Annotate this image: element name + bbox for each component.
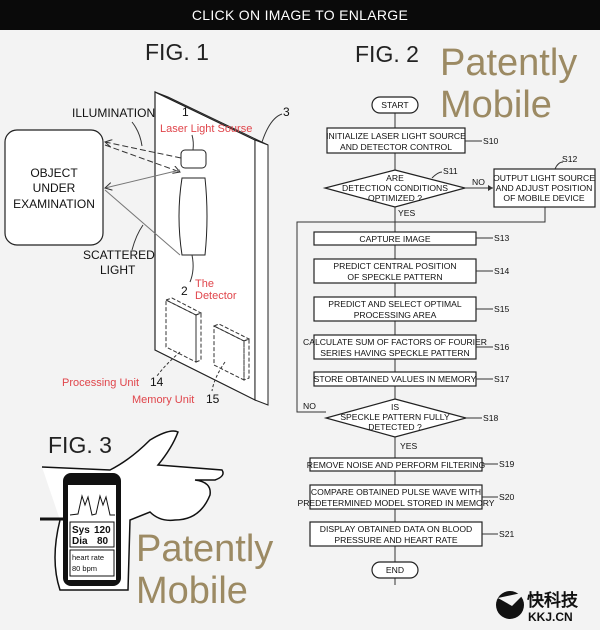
heart-rate-label: heart rate — [72, 553, 104, 562]
fig2-title: FIG. 2 — [355, 41, 419, 67]
kkj-logo: 快科技 KKJ.CN — [496, 590, 579, 624]
step-s10 — [326, 127, 466, 154]
step-text: PREDETERMINED MODEL STORED IN MEMORY — [297, 498, 494, 508]
step-s20 — [309, 484, 483, 510]
illumination-label: ILLUMINATION — [72, 106, 155, 120]
step-text: CAPTURE IMAGE — [359, 234, 430, 244]
step-text: OUTPUT LIGHT SOURCE — [493, 173, 595, 183]
object-under-examination — [4, 129, 104, 246]
fig3: FIG. 3 Sys 120 Dia 80 heart rate 80 bpm — [40, 430, 224, 591]
object-label: OBJECT — [30, 166, 78, 180]
step-text: CALCULATE SUM OF FACTORS OF FOURIER — [303, 337, 487, 347]
start-label: START — [381, 100, 409, 110]
memory-unit — [212, 323, 251, 381]
dia-value: 80 — [97, 536, 109, 547]
no-label: NO — [472, 177, 485, 187]
step-s15 — [313, 296, 477, 322]
sys-value: 120 — [94, 525, 111, 536]
step-id: S19 — [499, 459, 515, 469]
sys-label: Sys — [72, 525, 90, 536]
pulse-waveform — [69, 494, 115, 516]
fig1: FIG. 1 3 OBJECT UNDER EXAMINATION ILLUMI… — [4, 39, 290, 406]
step-text: ARE — [386, 173, 404, 183]
step-id: S13 — [494, 233, 510, 243]
ref-3: 3 — [283, 105, 290, 119]
step-text: DETECTION CONDITIONS — [342, 183, 448, 193]
step-id: S11 — [443, 166, 458, 176]
decision-s18 — [323, 398, 469, 438]
step-s12 — [493, 168, 596, 208]
enlarge-image-link[interactable]: CLICK ON IMAGE TO ENLARGE — [0, 0, 600, 30]
step-id: S21 — [499, 529, 515, 539]
step-text: REMOVE NOISE AND PERFORM FILTERING — [307, 460, 486, 470]
step-id: S10 — [483, 136, 499, 146]
step-id: S12 — [562, 154, 578, 164]
logo-domain: KKJ.CN — [528, 610, 573, 624]
object-label: UNDER — [33, 181, 76, 195]
step-text: IS — [391, 402, 399, 412]
memory-unit-label: Memory Unit — [132, 394, 194, 406]
step-id: S18 — [483, 413, 499, 423]
step-s21 — [309, 521, 483, 547]
end-terminal — [371, 561, 419, 579]
step-text: OPTIMIZED ? — [368, 193, 422, 203]
laser-light-source — [180, 149, 207, 169]
no-label: NO — [303, 401, 316, 411]
ref-1: 1 — [182, 105, 189, 119]
object-label: EXAMINATION — [13, 197, 95, 211]
yes-label: YES — [398, 208, 415, 218]
step-text: OF SPECKLE PATTERN — [347, 272, 442, 282]
detector-label: The — [195, 278, 214, 290]
start-terminal — [371, 96, 419, 114]
step-text: AND DETECTOR CONTROL — [340, 142, 452, 152]
step-text: OF MOBILE DEVICE — [503, 193, 584, 203]
step-text: DISPLAY OBTAINED DATA ON BLOOD — [320, 524, 473, 534]
ref-2: 2 — [181, 284, 188, 298]
step-s16 — [313, 334, 477, 360]
watermark: Patently Mobile — [136, 528, 274, 612]
step-text: SERIES HAVING SPECKLE PATTERN — [320, 348, 469, 358]
decision-s11 — [322, 169, 468, 208]
laser-light-source-label: Laser Light Sourse — [160, 123, 252, 135]
step-text: PRESSURE AND HEART RATE — [334, 535, 457, 545]
processing-unit — [164, 297, 203, 363]
fig1-title: FIG. 1 — [145, 39, 209, 65]
step-text: AND ADJUST POSITION — [496, 183, 593, 193]
watermark: Patently Mobile — [440, 42, 578, 126]
step-id: S14 — [494, 266, 510, 276]
logo-text: 快科技 — [527, 590, 579, 610]
step-id: S17 — [494, 374, 510, 384]
yes-label: YES — [400, 441, 417, 451]
fig3-title: FIG. 3 — [48, 432, 112, 458]
step-text: INITIALIZE LASER LIGHT SOURCE — [326, 131, 466, 141]
detector-label: Detector — [195, 290, 237, 302]
ref-14: 14 — [150, 375, 164, 389]
fig2-flowchart: FIG. 2 START INITIALIZE LASER LIGHT SOUR… — [296, 41, 596, 585]
end-label: END — [386, 565, 404, 575]
step-s14 — [313, 258, 477, 284]
step-text: STORE OBTAINED VALUES IN MEMORY — [314, 374, 477, 384]
heart-rate-value: 80 bpm — [72, 564, 97, 573]
scattered-label: SCATTERED — [83, 248, 155, 262]
step-text: PROCESSING AREA — [354, 310, 437, 320]
step-text: PREDICT CENTRAL POSITION — [333, 261, 456, 271]
step-text: PREDICT AND SELECT OPTIMAL — [328, 299, 462, 309]
step-text: SPECKLE PATTERN FULLY — [340, 412, 450, 422]
step-id: S15 — [494, 304, 510, 314]
step-text: COMPARE OBTAINED PULSE WAVE WITH — [311, 487, 481, 497]
processing-unit-label: Processing Unit — [62, 377, 139, 389]
detector-lens — [178, 177, 208, 256]
step-text: DETECTED ? — [368, 422, 422, 432]
step-id: S20 — [499, 492, 515, 502]
scattered-label: LIGHT — [100, 263, 136, 277]
ref-15: 15 — [206, 392, 220, 406]
dia-label: Dia — [72, 536, 88, 547]
step-id: S16 — [494, 342, 510, 352]
